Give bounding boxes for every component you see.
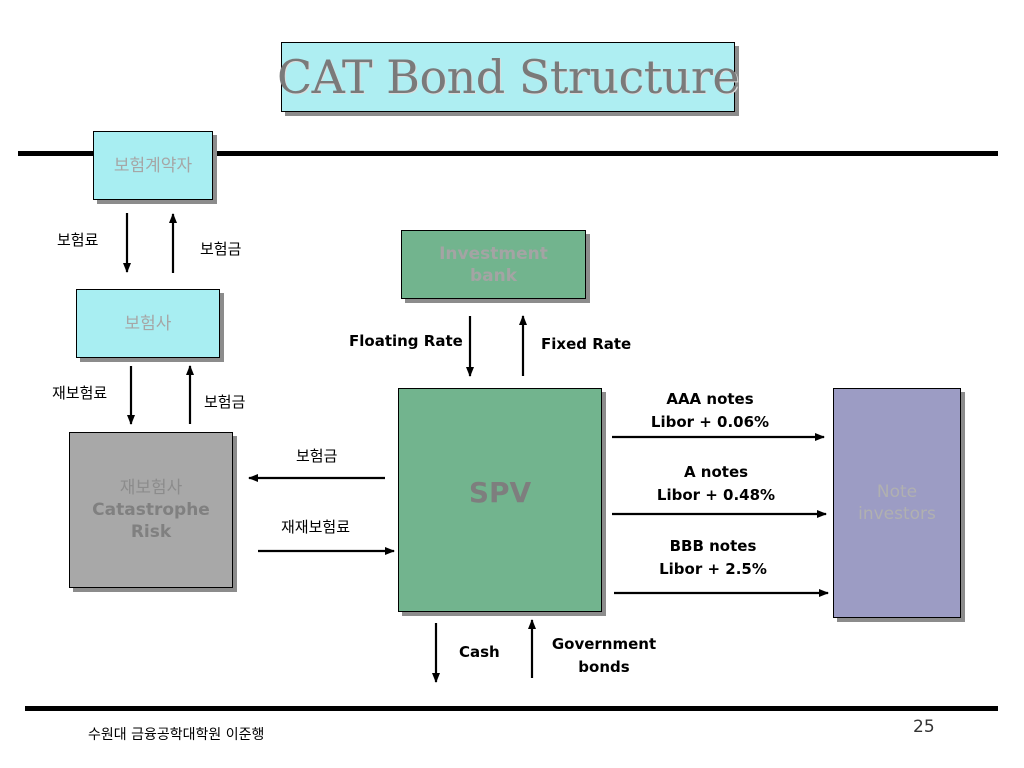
claim-payment-label-3: 보험금: [296, 447, 338, 465]
reinsurance-premium-label: 재보험료: [52, 384, 108, 402]
note-investors-label-2: investors: [858, 504, 936, 524]
premium-label: 보험료: [57, 231, 99, 249]
spv-label: SPV: [468, 475, 532, 509]
aaa-notes-label: AAA notes Libor + 0.06%: [640, 388, 780, 434]
reinsurer-catastrophe-label: Catastrophe: [92, 500, 210, 520]
bbb-notes-label: BBB notes Libor + 2.5%: [643, 535, 783, 581]
policyholder-label: 보험계약자: [113, 155, 193, 176]
claim-payment-label-1: 보험금: [200, 240, 242, 258]
reinsurer-box: 재보험사 Catastrophe Risk: [69, 432, 233, 588]
investment-bank-box: Investment bank: [401, 230, 586, 299]
claim-payment-label-2: 보험금: [204, 393, 246, 411]
title-box: CAT Bond Structure: [277, 42, 740, 112]
note-investors-box: Note investors: [833, 388, 961, 618]
fixed-rate-label: Fixed Rate: [541, 335, 632, 353]
top-rule: [18, 151, 998, 156]
floating-rate-label: Floating Rate: [349, 332, 463, 350]
aaa-notes-rate: Libor + 0.06%: [650, 413, 770, 431]
a-notes-label: A notes Libor + 0.48%: [646, 461, 786, 507]
investment-bank-label-1: Investment: [439, 243, 548, 264]
footer-author: 수원대 금융공학대학원 이준행: [88, 727, 265, 743]
aaa-notes-name: AAA notes: [666, 390, 754, 408]
bottom-rule: [25, 706, 998, 711]
policyholder-box: 보험계약자: [93, 131, 213, 200]
government-bonds-label: Government bonds: [550, 633, 658, 679]
page-number: 25: [913, 717, 935, 737]
government-bonds-label-2: bonds: [578, 658, 630, 676]
retro-premium-label: 재재보험료: [281, 518, 351, 536]
bbb-notes-name: BBB notes: [669, 537, 757, 555]
note-investors-label-1: Note: [876, 482, 918, 502]
reinsurer-risk-label: Risk: [130, 522, 172, 542]
reinsurer-label: 재보험사: [119, 478, 183, 498]
a-notes-rate: Libor + 0.48%: [656, 486, 776, 504]
insurer-box: 보험사: [76, 289, 220, 358]
slide-title: CAT Bond Structure: [276, 50, 740, 104]
government-bonds-label-1: Government: [551, 635, 657, 653]
bbb-notes-rate: Libor + 2.5%: [659, 560, 767, 578]
spv-box: SPV: [398, 388, 602, 612]
cash-label: Cash: [459, 643, 500, 661]
insurer-label: 보험사: [124, 313, 172, 334]
a-notes-name: A notes: [683, 463, 749, 481]
investment-bank-label-2: bank: [469, 265, 518, 286]
